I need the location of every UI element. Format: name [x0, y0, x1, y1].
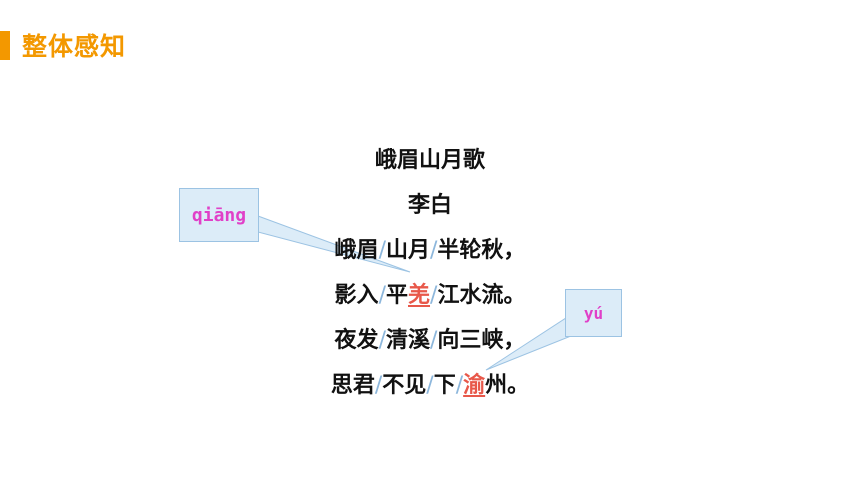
- page-title: 整体感知: [22, 32, 127, 61]
- pause-mark: /: [430, 238, 438, 263]
- poem-text: 江水流。: [437, 283, 526, 308]
- pause-mark: /: [455, 373, 464, 398]
- poem-text: 不见: [382, 373, 427, 398]
- pause-mark: /: [430, 283, 438, 308]
- highlighted-char: 渝: [463, 373, 486, 398]
- pinyin-callout-qiang: qiāng: [179, 188, 259, 242]
- pause-mark: /: [426, 373, 434, 398]
- pinyin-qiang-text: qiāng: [191, 204, 247, 226]
- poem-line-2: 影入/平羌/江水流。: [0, 277, 860, 309]
- pause-mark: /: [378, 283, 386, 308]
- poem-line-1: 峨眉/山月/半轮秋，: [0, 232, 860, 264]
- pause-mark: /: [374, 373, 383, 398]
- poem-text: 平: [385, 283, 408, 308]
- poem-author: 李白: [407, 193, 452, 218]
- pinyin-yu-text: yú: [583, 303, 604, 323]
- poem-line-3: 夜发/清溪/向三峡，: [0, 322, 860, 354]
- poem-text: 清溪: [385, 328, 430, 353]
- poem-title: 峨眉山月歌: [374, 148, 485, 173]
- poem-text: 山月: [385, 238, 430, 263]
- poem-text: 思君: [330, 373, 375, 398]
- poem-text: 夜发: [334, 328, 379, 353]
- pinyin-callout-yu: yú: [565, 289, 622, 337]
- poem-text: 下: [433, 373, 456, 398]
- pause-mark: /: [430, 328, 438, 353]
- pause-mark: /: [378, 328, 386, 353]
- pause-mark: /: [378, 238, 386, 263]
- highlighted-char: 羌: [408, 283, 431, 308]
- poem-line-4: 思君/不见/下/渝州。: [0, 367, 860, 399]
- poem-text: 峨眉: [334, 238, 379, 263]
- title-accent-bar: [0, 31, 10, 60]
- poem-text: 影入: [334, 283, 379, 308]
- poem-text: 州。: [485, 373, 530, 398]
- poem-text: 半轮秋，: [437, 238, 526, 263]
- poem-text: 向三峡，: [437, 328, 526, 353]
